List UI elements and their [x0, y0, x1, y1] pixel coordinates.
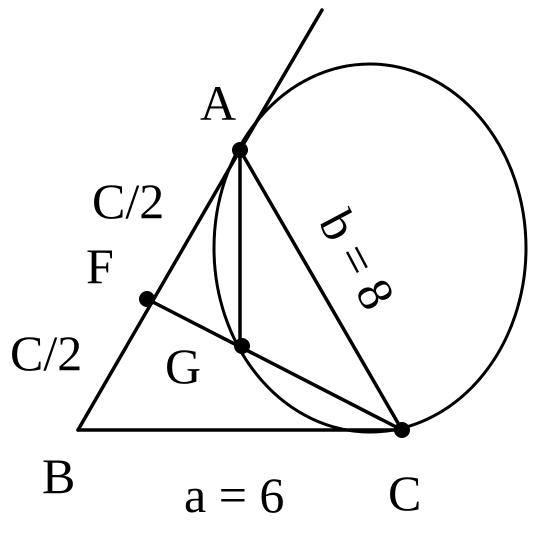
label-a: A: [200, 75, 236, 131]
label-c: C: [388, 465, 421, 521]
label-g: G: [165, 338, 201, 394]
point-c: [394, 422, 410, 438]
label-f: F: [86, 238, 114, 294]
side-ab: [76, 148, 242, 432]
tangent-line: [238, 8, 324, 152]
circumcircle: [212, 62, 528, 434]
label-b: B: [42, 448, 75, 504]
label-side-a: a = 6: [184, 467, 284, 523]
segment-fc: [145, 297, 404, 432]
point-a: [232, 142, 248, 158]
side-ac: [238, 148, 404, 432]
label-af-half: C/2: [92, 173, 164, 229]
label-side-b: b = 8: [308, 201, 406, 318]
point-g: [234, 338, 250, 354]
label-fb-half: C/2: [10, 325, 82, 381]
point-f: [139, 291, 155, 307]
